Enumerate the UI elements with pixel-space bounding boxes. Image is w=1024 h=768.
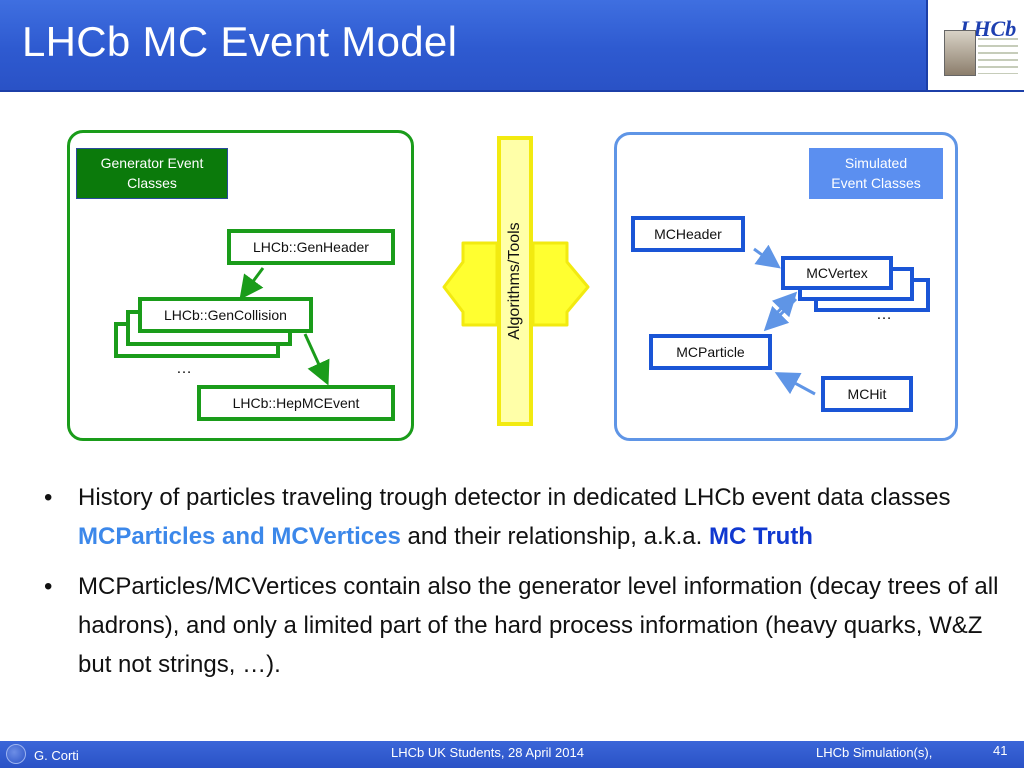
logo-decoration bbox=[978, 38, 1018, 74]
hepmc-event-node: LHCb::HepMCEvent bbox=[197, 385, 395, 421]
simulated-tag-line-2: Event Classes bbox=[831, 175, 921, 191]
simulated-event-tag: Simulated Event Classes bbox=[809, 148, 943, 199]
right-yellow-arrow bbox=[531, 241, 590, 327]
footer-page-number: 41 bbox=[993, 743, 1008, 758]
bullet-item-2: • MCParticles/MCVertices contain also th… bbox=[40, 567, 1000, 684]
mchit-to-mcparticle-arrow bbox=[774, 372, 816, 396]
generator-event-tag: Generator Event Classes bbox=[76, 148, 228, 199]
footer-bar: G. Corti LHCb UK Students, 28 April 2014… bbox=[0, 741, 1024, 768]
generator-tag-line-2: Classes bbox=[127, 175, 177, 191]
gen-collision-node: LHCb::GenCollision bbox=[138, 297, 313, 333]
simulated-ellipsis: … bbox=[876, 306, 892, 323]
bullet-marker: • bbox=[44, 484, 53, 511]
gen-header-node: LHCb::GenHeader bbox=[227, 229, 395, 265]
bullet-item-1: • History of particles traveling trough … bbox=[40, 478, 1000, 556]
bullet-1-text-part-1: History of particles traveling trough de… bbox=[78, 484, 951, 511]
bullet-list: • History of particles traveling trough … bbox=[40, 478, 1000, 695]
title-bar: LHCb MC Event Model LHCb bbox=[0, 0, 1024, 92]
lhcb-logo: LHCb bbox=[926, 0, 1024, 90]
slide-title: LHCb MC Event Model bbox=[22, 18, 458, 65]
genheader-to-gencollision-arrow bbox=[239, 267, 265, 300]
footer-topic: LHCb Simulation(s), bbox=[816, 745, 933, 760]
mcparticle-to-mcvertex-arrow bbox=[770, 291, 798, 320]
footer-author: G. Corti bbox=[34, 748, 79, 763]
bullet-1-highlight-mc-truth: MC Truth bbox=[708, 523, 813, 550]
footer-event: LHCb UK Students, 28 April 2014 bbox=[391, 745, 584, 760]
mc-vertex-node: MCVertex bbox=[781, 256, 893, 290]
bullet-marker: • bbox=[44, 573, 53, 600]
bullet-1-highlight-mcparticles: MCParticles and MCVertices bbox=[78, 523, 401, 550]
mcvertex-to-mcparticle-arrow bbox=[763, 297, 798, 332]
mc-hit-node: MCHit bbox=[821, 376, 913, 412]
left-yellow-arrow bbox=[442, 241, 499, 327]
gencollision-to-hepmcevent-arrow bbox=[303, 333, 330, 386]
mc-particle-node: MCParticle bbox=[649, 334, 772, 370]
bullet-1-text-part-2: and their relationship, a.k.a. bbox=[400, 523, 709, 550]
portrait-image bbox=[944, 30, 976, 76]
bullet-2-text: MCParticles/MCVertices contain also the … bbox=[78, 573, 999, 678]
algorithms-tools-bar bbox=[497, 136, 533, 426]
generator-ellipsis: … bbox=[176, 360, 192, 377]
mcheader-to-mcvertex-arrow bbox=[753, 244, 781, 269]
simulated-tag-line-1: Simulated bbox=[844, 155, 908, 171]
mc-header-node: MCHeader bbox=[631, 216, 745, 252]
globe-icon bbox=[6, 744, 26, 764]
generator-tag-line-1: Generator Event bbox=[100, 155, 204, 171]
